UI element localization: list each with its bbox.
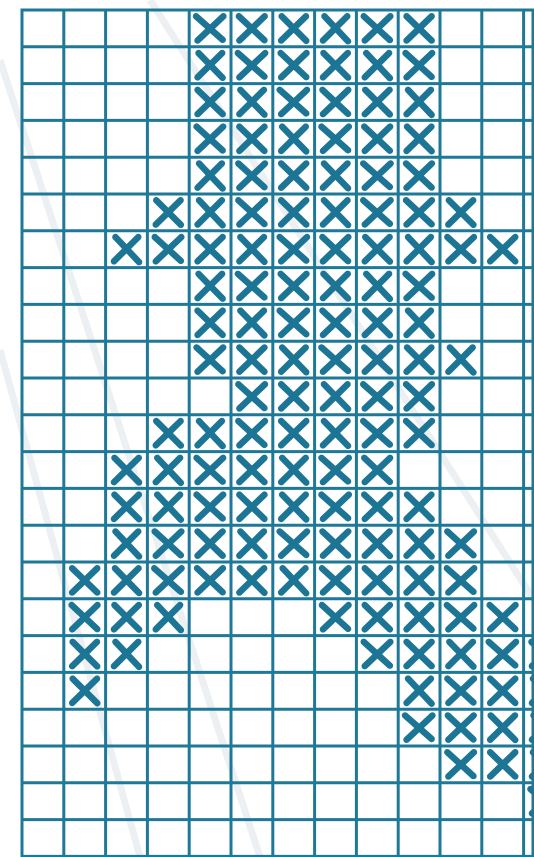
cross-stitch-chart [0, 0, 534, 857]
